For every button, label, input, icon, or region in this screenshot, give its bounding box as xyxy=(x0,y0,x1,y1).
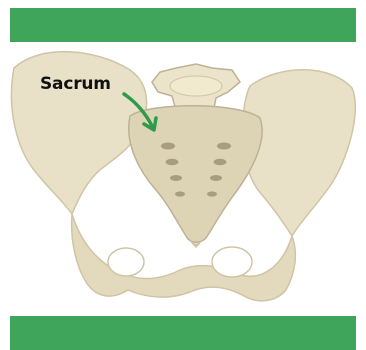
foramen-r3 xyxy=(210,175,222,181)
foramen-l2 xyxy=(166,159,179,165)
foramen-r2 xyxy=(214,159,227,165)
right-obturator xyxy=(212,247,252,277)
foramen-l3 xyxy=(170,175,182,181)
left-obturator xyxy=(108,248,144,276)
foramen-l1 xyxy=(161,143,175,150)
vertebra-body xyxy=(170,76,222,96)
foramen-r1 xyxy=(217,143,231,150)
sacrum-label: Sacrum xyxy=(40,74,111,94)
bottom-green-band xyxy=(10,316,356,350)
foramen-r4 xyxy=(207,191,217,196)
right-ilium xyxy=(242,70,356,236)
foramen-l4 xyxy=(175,191,185,196)
